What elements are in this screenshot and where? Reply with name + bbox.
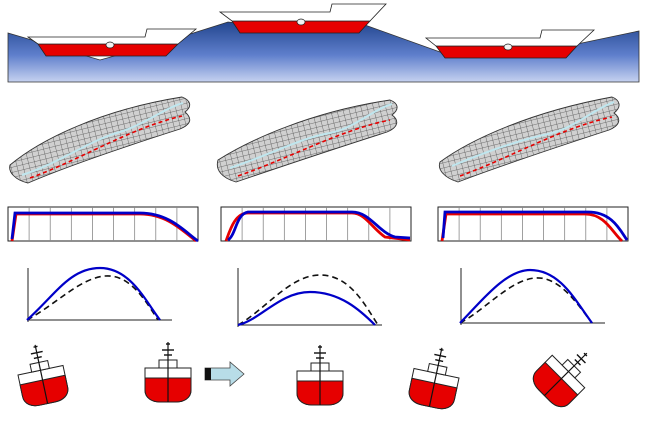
right-arrow-icon — [204, 361, 245, 387]
section-yard — [583, 352, 588, 357]
stability-curve — [26, 266, 172, 322]
ship-marker — [503, 43, 513, 51]
profile-boxes — [7, 206, 629, 243]
section-yard — [435, 359, 444, 363]
profile-curve-blue — [10, 211, 199, 243]
curve-blue — [459, 268, 593, 324]
ship-topside — [26, 28, 198, 45]
hull-left — [9, 96, 191, 184]
ship-marker — [296, 18, 306, 26]
section-yard — [30, 350, 43, 355]
section-yard — [574, 358, 582, 366]
stability-curves — [26, 266, 605, 327]
ship-cross-section-icon — [296, 345, 344, 406]
curve-blue — [26, 266, 161, 321]
profile-box — [7, 206, 199, 243]
ship-marker — [105, 41, 115, 49]
section-yard — [434, 353, 447, 358]
ship-center — [218, 3, 387, 34]
hull-center — [216, 99, 398, 183]
cross-sections — [17, 342, 588, 410]
profile-curve-blue — [441, 210, 629, 241]
curve-dashed — [26, 275, 159, 321]
section-yard — [439, 348, 444, 351]
ship-cross-section-icon — [144, 342, 192, 403]
ship-topside — [424, 29, 596, 47]
hull-right — [438, 96, 620, 183]
profile-curve-red — [440, 212, 623, 243]
section-mast — [34, 344, 49, 404]
ship-cross-section-icon — [408, 347, 460, 410]
ship-right — [424, 29, 596, 59]
section-yard — [33, 356, 42, 360]
section-yard — [33, 345, 38, 348]
hull-waterline — [451, 101, 615, 167]
hull-mesh — [216, 99, 398, 183]
section-fill — [408, 377, 458, 410]
section-yard — [576, 354, 586, 364]
curve-dashed — [237, 274, 379, 326]
stability-curve — [459, 268, 605, 325]
ship-cross-section-icon — [532, 352, 588, 408]
section-mast — [544, 352, 588, 396]
ship-left — [26, 28, 198, 57]
stability-curve — [237, 268, 382, 327]
profile-curve-blue — [227, 210, 411, 242]
hull-waterline — [229, 103, 393, 169]
section-fill — [19, 374, 69, 407]
section-mast — [428, 347, 443, 407]
profile-box — [437, 206, 629, 243]
hull-waterline — [21, 102, 184, 176]
curve-dashed — [459, 277, 593, 324]
ship-topside — [218, 3, 387, 22]
ship-cross-section-icon — [17, 344, 69, 407]
profile-box — [220, 206, 412, 242]
curve-blue — [237, 290, 376, 327]
